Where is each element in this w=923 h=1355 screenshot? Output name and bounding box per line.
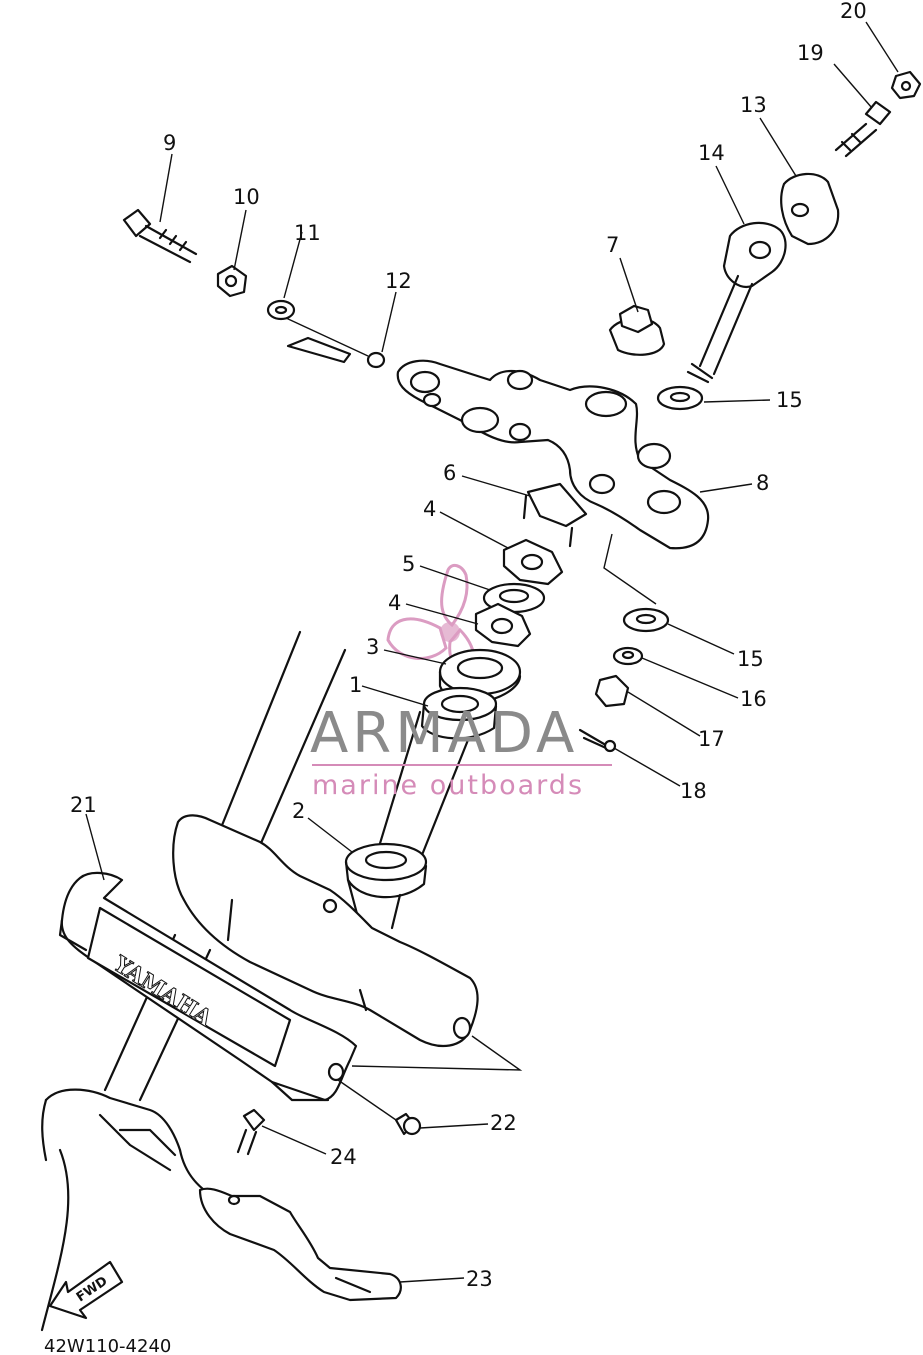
callout-22: 22	[490, 1111, 517, 1135]
diagram-code: 42W110-4240	[44, 1336, 171, 1355]
callout-2: 2	[292, 799, 305, 823]
steering-stem	[346, 710, 470, 930]
part-15-washer-lower	[622, 607, 670, 633]
callout-4-upper: 4	[423, 497, 436, 521]
callout-12: 12	[385, 269, 412, 293]
callout-9: 9	[163, 131, 176, 155]
watermark-subtitle: marine outboards	[312, 770, 584, 801]
part-6-washer-plate	[522, 482, 588, 548]
part-19-bolt	[834, 100, 892, 158]
part-4-ring-nut-upper	[502, 538, 564, 586]
leader-lines	[85, 21, 899, 1283]
under-bracket	[172, 814, 479, 1047]
part-4-ring-nut-lower	[474, 602, 532, 648]
fork-lower-casting	[40, 1088, 222, 1332]
part-17-nut	[594, 674, 630, 708]
callout-labels: 9 10 11 12 13 14 7 19 20 15 8 6 4 5 4 3 …	[70, 0, 867, 1291]
part-12-cable-guide	[286, 336, 386, 369]
part-7-cap-bolt	[608, 304, 666, 356]
part-15-washer-upper	[656, 385, 704, 411]
part-10-nut	[216, 264, 248, 298]
watermark-title: ARMADA	[310, 701, 578, 766]
part-20-nut	[890, 70, 922, 100]
watermark: ARMADA marine outboards	[310, 701, 612, 801]
callout-13: 13	[740, 93, 767, 117]
callout-8: 8	[756, 471, 769, 495]
callout-21: 21	[70, 793, 97, 817]
part-22-bolt	[394, 1112, 422, 1136]
part-2-bearing-lower	[344, 842, 428, 899]
callout-19: 19	[797, 41, 824, 65]
callout-14: 14	[698, 141, 725, 165]
part-8-upper-bracket	[396, 359, 710, 550]
callout-18: 18	[680, 779, 707, 803]
callout-15-lower: 15	[737, 647, 764, 671]
fwd-direction-arrow: FWD	[48, 1260, 124, 1320]
part-23-bracket	[198, 1187, 402, 1302]
callout-10: 10	[233, 185, 260, 209]
callout-1: 1	[349, 673, 362, 697]
callout-24: 24	[330, 1145, 357, 1169]
callout-20: 20	[840, 0, 867, 23]
part-14-handlebar-holder-lower	[686, 221, 787, 384]
part-11-washer	[266, 299, 296, 321]
callout-3: 3	[366, 635, 379, 659]
part-1-bearing-upper	[420, 686, 498, 740]
callout-15-upper: 15	[776, 388, 803, 412]
callout-7: 7	[606, 233, 619, 257]
part-13-handlebar-holder-upper	[780, 172, 840, 246]
part-18-screw	[578, 728, 617, 753]
callout-4-lower: 4	[388, 591, 401, 615]
callout-16: 16	[740, 687, 767, 711]
callout-6: 6	[443, 461, 456, 485]
callout-17: 17	[698, 727, 725, 751]
callout-23: 23	[466, 1267, 493, 1291]
callout-11: 11	[294, 221, 321, 245]
callout-5: 5	[402, 552, 415, 576]
part-3-bearing-cover	[438, 648, 522, 704]
part-16-lock-washer	[612, 646, 644, 666]
part-24-bolt	[236, 1108, 266, 1156]
part-9-bolt	[122, 208, 198, 264]
